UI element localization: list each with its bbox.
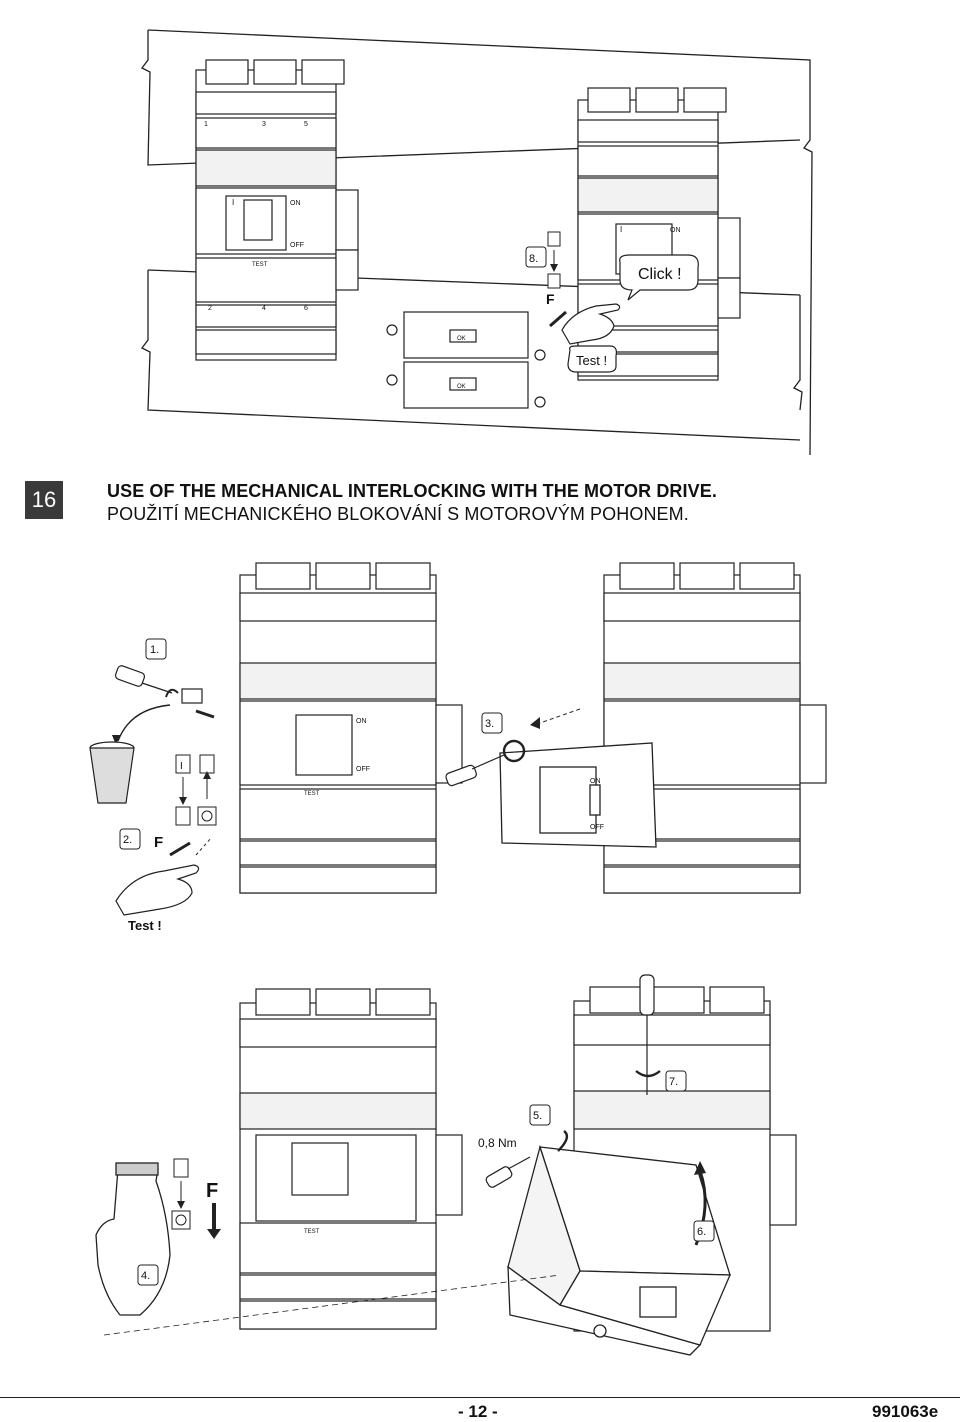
screwdriver-icon [114,665,203,704]
top-illustration: ON OFF I TEST 1 3 5 2 4 6 ON I OK OK 8. [141,29,813,456]
left-terminal-6: 6 [304,305,308,312]
step6-label: 6. [697,1226,706,1238]
push-button-icon [201,810,213,822]
left-terminal-4: 4 [262,305,266,312]
force-top-label: F [546,291,555,307]
plate-ok-1: OK [457,336,466,342]
document-code: 991063e [872,1402,939,1421]
section-number-badge: 16 [25,481,63,519]
click-label: Click ! [638,266,682,283]
step4-label: 4. [141,1270,150,1282]
interlock-plates [386,311,546,409]
breaker-mid-left [239,562,463,894]
left-terminal-2: 2 [208,305,212,312]
breaker-mid-right [603,562,827,894]
test-mid-label: Test ! [128,918,162,933]
left-on-label: ON [290,200,301,207]
left-pos-on-label: I [232,198,234,207]
left-terminal-5: 5 [304,121,308,128]
screwdriver-icon-bottom [639,974,655,1095]
step1-label: 1. [150,644,159,656]
screwdriver-icon-small [485,1156,531,1188]
plate-ok-2: OK [457,384,466,390]
bottom-left-test-label: TEST [304,1229,320,1235]
middle-illustration: ON OFF TEST 1. I 2. F Test ! [89,562,827,933]
left-test-label: TEST [252,262,268,268]
mid-left-off-label: OFF [356,766,370,773]
step8-label: 8. [529,253,538,265]
breaker-left [195,59,359,361]
wastebin-icon [89,741,135,804]
right-on-label: ON [670,227,681,234]
left-terminal-3: 3 [262,121,266,128]
step3-label: 3. [485,718,494,730]
breaker-bottom-left [239,988,463,1330]
hand-icon [561,303,621,345]
click-bubble [619,254,699,301]
left-terminal-1: 1 [204,121,208,128]
mid-left-test-label: TEST [304,791,320,797]
left-off-label: OFF [290,242,304,249]
page-number: - 12 - [458,1402,498,1421]
bottom-illustration: TEST F 4. 7. 5. 0,8 Nm [95,974,797,1356]
cover-on-label: ON [590,778,601,785]
hand-icon-mid [115,864,200,916]
test-top-label: Test ! [576,353,607,368]
footer-rule [0,1397,960,1398]
cover-off-label: OFF [590,824,604,831]
step7-label: 7. [669,1076,678,1088]
force-bottom-label: F [206,1180,218,1202]
title-english: USE OF THE MECHANICAL INTERLOCKING WITH … [107,481,717,501]
hand-icon-bottom [95,1162,171,1316]
force-mid-label: F [154,834,163,851]
step5-label: 5. [533,1110,542,1122]
front-cover [499,742,657,848]
screwdriver-icon-mid [445,754,505,787]
title-czech: POUŽITÍ MECHANICKÉHO BLOKOVÁNÍ S MOTOROV… [107,504,689,524]
motor-drive-box [507,1144,731,1356]
seq-pos-on: I [180,761,183,772]
right-pos-on-label: I [620,225,622,234]
mid-left-on-label: ON [356,718,367,725]
torque-label: 0,8 Nm [478,1136,517,1150]
step2-label: 2. [123,834,132,846]
